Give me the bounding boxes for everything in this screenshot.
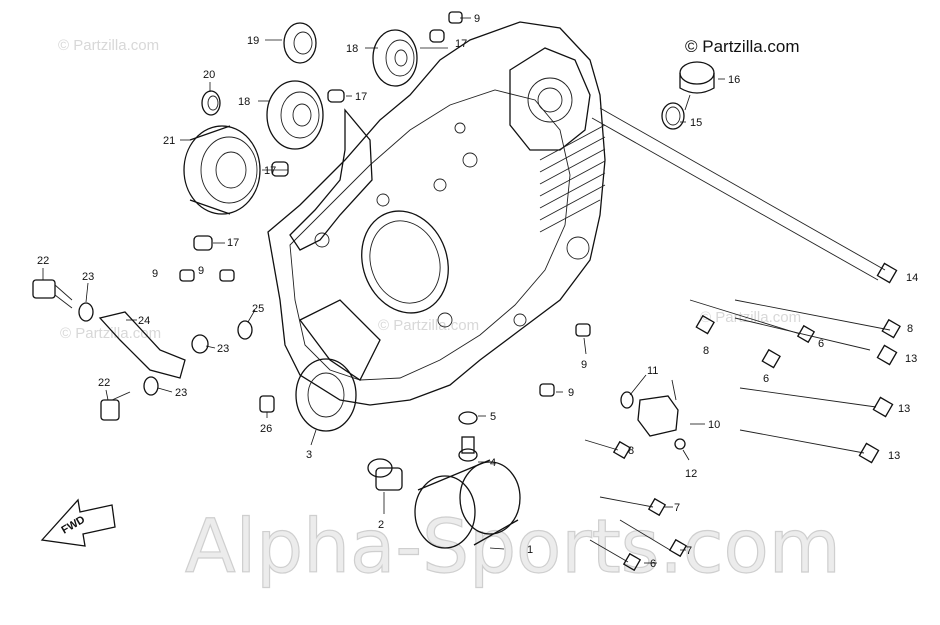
callout-23-b: 23 bbox=[217, 343, 229, 355]
bearing-19 bbox=[283, 22, 317, 64]
o-ring-15 bbox=[661, 102, 685, 130]
callout-17-b: 17 bbox=[355, 91, 367, 103]
bearing-21 bbox=[183, 125, 261, 215]
bearing-18-upper bbox=[372, 29, 418, 87]
leader-lines bbox=[42, 17, 725, 564]
callout-13-a: 13 bbox=[905, 353, 917, 365]
callout-13-c: 13 bbox=[888, 450, 900, 462]
washer-23-upper bbox=[78, 302, 94, 322]
fwd-arrow: FWD bbox=[40, 498, 116, 547]
callout-2: 2 bbox=[378, 519, 384, 531]
callout-25: 25 bbox=[252, 303, 264, 315]
callout-9-e: 9 bbox=[568, 387, 574, 399]
callout-13-b: 13 bbox=[898, 403, 910, 415]
callout-18-b: 18 bbox=[238, 96, 250, 108]
callout-9-d: 9 bbox=[581, 359, 587, 371]
callout-23-c: 23 bbox=[175, 387, 187, 399]
callout-6-c: 6 bbox=[650, 558, 656, 570]
seal-20 bbox=[201, 90, 221, 116]
callout-14: 14 bbox=[906, 272, 918, 284]
watermark-small-4: © Partzilla.com bbox=[700, 309, 801, 326]
crankcase-housing bbox=[267, 21, 606, 432]
callout-22-a: 22 bbox=[37, 255, 49, 267]
callout-22-b: 22 bbox=[98, 377, 110, 389]
callout-7-b: 7 bbox=[686, 545, 692, 557]
oil-filter-1 bbox=[414, 459, 521, 549]
washer-23-mid bbox=[191, 334, 209, 354]
callout-9-b: 9 bbox=[152, 268, 158, 280]
callout-11: 11 bbox=[647, 365, 658, 377]
washer-5 bbox=[458, 411, 478, 425]
partzilla-logo: © Partzilla.com bbox=[685, 37, 800, 56]
callout-18-a: 18 bbox=[346, 43, 358, 55]
watermark-small-1: © Partzilla.com bbox=[58, 37, 159, 54]
callout-1: 1 bbox=[527, 544, 533, 556]
callout-17-c: 17 bbox=[264, 165, 276, 177]
callout-23-a: 23 bbox=[82, 271, 94, 283]
callout-20: 20 bbox=[203, 69, 215, 81]
callout-15: 15 bbox=[690, 117, 702, 129]
callout-12: 12 bbox=[685, 468, 697, 480]
oil-filler-cap-16 bbox=[679, 61, 715, 111]
oil-sensor-10 bbox=[637, 379, 686, 450]
dowel-pins-9 bbox=[179, 11, 591, 397]
drain-plug-4 bbox=[458, 436, 478, 462]
callout-9-a: 9 bbox=[474, 13, 480, 25]
strainer-plug-22-upper bbox=[32, 279, 73, 309]
washer-23-lower bbox=[143, 376, 159, 396]
callout-17-a: 17 bbox=[455, 38, 467, 50]
callout-7-a: 7 bbox=[674, 502, 680, 514]
callout-26: 26 bbox=[260, 423, 272, 435]
bearing-18-lower bbox=[266, 80, 324, 150]
callout-8-a: 8 bbox=[907, 323, 913, 335]
watermark-main: Alpha-Sports.com bbox=[185, 504, 841, 590]
oil-filter-fitting-2 bbox=[367, 458, 403, 491]
dowel-pins-17 bbox=[193, 29, 445, 251]
fwd-arrow-label: FWD bbox=[60, 514, 88, 537]
strainer-plug-22-lower bbox=[100, 391, 131, 421]
callout-8-b: 8 bbox=[703, 345, 709, 357]
callout-6-a: 6 bbox=[818, 338, 824, 350]
watermark-small-3: © Partzilla.com bbox=[60, 325, 161, 342]
callout-3: 3 bbox=[306, 449, 312, 461]
bolts-right bbox=[584, 107, 901, 572]
washer-25 bbox=[237, 320, 253, 340]
cooling-fins bbox=[539, 124, 606, 233]
callout-10: 10 bbox=[708, 419, 720, 431]
callout-9-c: 9 bbox=[198, 265, 204, 277]
watermark-small-2: © Partzilla.com bbox=[378, 317, 479, 334]
callout-21: 21 bbox=[163, 135, 175, 147]
callout-6-b: 6 bbox=[763, 373, 769, 385]
callout-16: 16 bbox=[728, 74, 740, 86]
callout-8-c: 8 bbox=[628, 445, 634, 457]
callout-19: 19 bbox=[247, 35, 259, 47]
plug-26 bbox=[259, 395, 275, 413]
o-ring-11 bbox=[620, 391, 634, 409]
callout-4: 4 bbox=[490, 457, 496, 469]
callout-labels: 1 2 3 4 5 6 6 6 7 7 8 8 8 9 9 9 9 9 10 1… bbox=[37, 13, 918, 570]
callout-24: 24 bbox=[138, 315, 150, 327]
callout-5: 5 bbox=[490, 411, 496, 423]
callout-17-d: 17 bbox=[227, 237, 239, 249]
fitting-24 bbox=[98, 311, 186, 379]
